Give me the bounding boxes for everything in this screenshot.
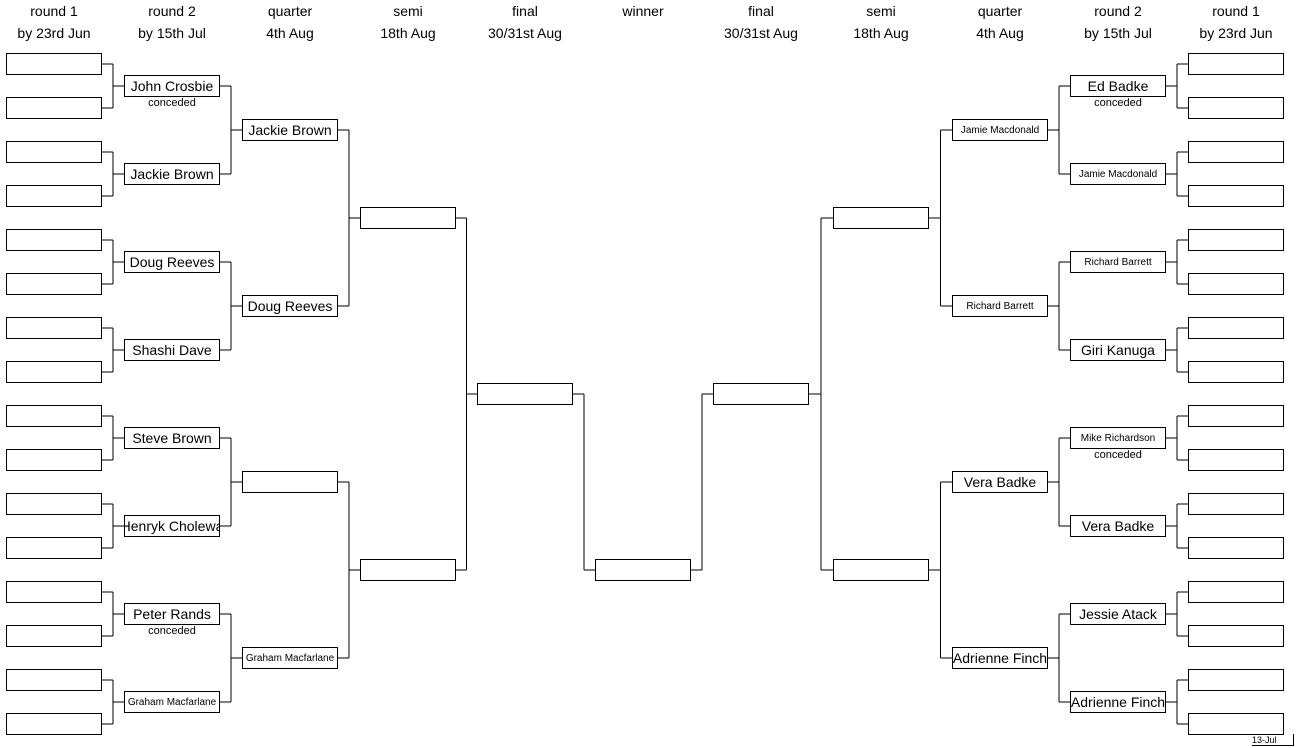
header-left-round1-date: by 23rd Jun xyxy=(17,25,91,41)
left-semi-slot[interactable] xyxy=(360,207,456,229)
right-round1-slot[interactable] xyxy=(1188,405,1284,427)
right-round2-slot[interactable]: Mike Richardson xyxy=(1070,427,1166,449)
header-left-semi-title: semi xyxy=(393,3,423,19)
left-round1-slot[interactable] xyxy=(6,229,102,251)
left-semi-slot[interactable] xyxy=(360,559,456,581)
match-note: conceded xyxy=(1094,449,1142,461)
left-round1-slot[interactable] xyxy=(6,493,102,515)
right-round1-slot[interactable] xyxy=(1188,493,1284,515)
right-round1-slot[interactable] xyxy=(1188,361,1284,383)
right-round1-slot[interactable] xyxy=(1188,669,1284,691)
header-right-semi-date: 18th Aug xyxy=(853,25,909,41)
right-quarter-slot[interactable]: Jamie Macdonald xyxy=(952,119,1048,141)
winner-slot[interactable] xyxy=(595,559,691,581)
right-round1-slot[interactable] xyxy=(1188,317,1284,339)
left-round1-slot[interactable] xyxy=(6,713,102,735)
left-round1-slot[interactable] xyxy=(6,97,102,119)
right-semi-slot[interactable] xyxy=(833,559,929,581)
right-round2-slot[interactable]: Richard Barrett xyxy=(1070,251,1166,273)
right-round2-slot[interactable]: Jamie Macdonald xyxy=(1070,163,1166,185)
left-round2-slot[interactable]: Jackie Brown xyxy=(124,163,220,185)
left-round1-slot[interactable] xyxy=(6,141,102,163)
left-quarter-slot[interactable] xyxy=(242,471,338,493)
left-round2-slot[interactable]: Steve Brown xyxy=(124,427,220,449)
right-round1-slot[interactable] xyxy=(1188,273,1284,295)
header-left-semi-date: 18th Aug xyxy=(380,25,436,41)
right-quarter-slot[interactable]: Adrienne Finch xyxy=(952,647,1048,669)
left-round2-slot[interactable]: Peter Rands xyxy=(124,603,220,625)
header-winner-title: winner xyxy=(622,3,664,19)
header-left-round2-date: by 15th Jul xyxy=(138,25,206,41)
header-left-final-date: 30/31st Aug xyxy=(488,25,562,41)
left-round1-slot[interactable] xyxy=(6,361,102,383)
match-note: conceded xyxy=(148,625,196,637)
right-round1-slot[interactable] xyxy=(1188,625,1284,647)
right-round2-slot[interactable]: Adrienne Finch xyxy=(1070,691,1166,713)
right-quarter-slot[interactable]: Vera Badke xyxy=(952,471,1048,493)
header-right-final-title: final xyxy=(748,3,774,19)
header-right-semi-title: semi xyxy=(866,3,896,19)
left-round1-slot[interactable] xyxy=(6,581,102,603)
header-right-quarter-title: quarter xyxy=(977,3,1023,19)
left-round2-slot[interactable]: Graham Macfarlane xyxy=(124,691,220,713)
left-round1-slot[interactable] xyxy=(6,273,102,295)
left-round2-slot[interactable]: Doug Reeves xyxy=(124,251,220,273)
right-quarter-slot[interactable]: Richard Barrett xyxy=(952,295,1048,317)
header-left-round2-title: round 2 xyxy=(148,3,196,19)
right-round1-slot[interactable] xyxy=(1188,229,1284,251)
left-quarter-slot[interactable]: Graham Macfarlane xyxy=(242,647,338,669)
header-right-final-date: 30/31st Aug xyxy=(724,25,798,41)
right-round1-slot[interactable] xyxy=(1188,141,1284,163)
right-round1-slot[interactable] xyxy=(1188,97,1284,119)
left-round2-slot[interactable]: Henryk Cholewa xyxy=(124,515,220,537)
right-round1-slot[interactable] xyxy=(1188,537,1284,559)
left-round2-slot[interactable]: Shashi Dave xyxy=(124,339,220,361)
header-left-quarter-title: quarter xyxy=(267,3,313,19)
left-round1-slot[interactable] xyxy=(6,185,102,207)
left-round1-slot[interactable] xyxy=(6,537,102,559)
right-round1-slot[interactable] xyxy=(1188,449,1284,471)
match-note: conceded xyxy=(148,97,196,109)
left-round1-slot[interactable] xyxy=(6,317,102,339)
right-round2-slot[interactable]: Vera Badke xyxy=(1070,515,1166,537)
right-round2-slot[interactable]: Giri Kanuga xyxy=(1070,339,1166,361)
header-right-round2-title: round 2 xyxy=(1094,3,1142,19)
date-stamp: 13-Jul xyxy=(1252,734,1294,746)
left-final-slot[interactable] xyxy=(477,383,573,405)
header-left-quarter-date: 4th Aug xyxy=(266,25,314,41)
header-left-round1-title: round 1 xyxy=(30,3,78,19)
right-round2-slot[interactable]: Ed Badke xyxy=(1070,75,1166,97)
header-right-round2-date: by 15th Jul xyxy=(1084,25,1152,41)
header-right-quarter-date: 4th Aug xyxy=(976,25,1024,41)
header-left-final-title: final xyxy=(512,3,538,19)
left-round1-slot[interactable] xyxy=(6,625,102,647)
match-note: conceded xyxy=(1094,97,1142,109)
right-round2-slot[interactable]: Jessie Atack xyxy=(1070,603,1166,625)
left-round1-slot[interactable] xyxy=(6,405,102,427)
left-round1-slot[interactable] xyxy=(6,53,102,75)
left-quarter-slot[interactable]: Jackie Brown xyxy=(242,119,338,141)
left-round1-slot[interactable] xyxy=(6,669,102,691)
header-right-round1-date: by 23rd Jun xyxy=(1199,25,1273,41)
left-round2-slot[interactable]: John Crosbie xyxy=(124,75,220,97)
left-quarter-slot[interactable]: Doug Reeves xyxy=(242,295,338,317)
header-right-round1-title: round 1 xyxy=(1212,3,1260,19)
right-semi-slot[interactable] xyxy=(833,207,929,229)
right-round1-slot[interactable] xyxy=(1188,713,1284,735)
right-round1-slot[interactable] xyxy=(1188,581,1284,603)
right-round1-slot[interactable] xyxy=(1188,185,1284,207)
left-round1-slot[interactable] xyxy=(6,449,102,471)
right-final-slot[interactable] xyxy=(713,383,809,405)
right-round1-slot[interactable] xyxy=(1188,53,1284,75)
